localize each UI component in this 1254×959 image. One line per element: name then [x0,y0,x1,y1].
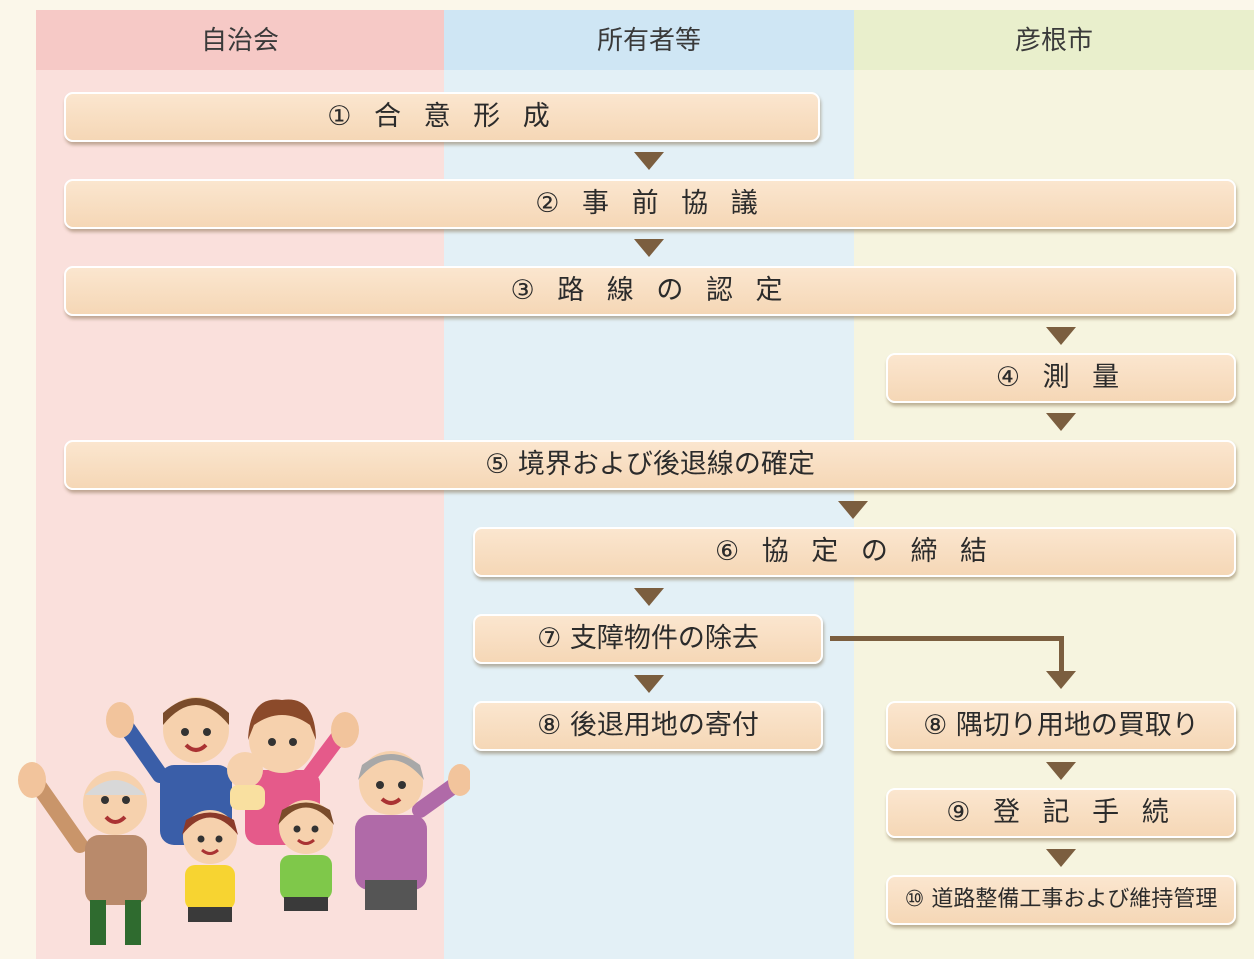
step-prior-consultation: ② 事 前 協 議 [64,179,1236,229]
step-consensus: ① 合 意 形 成 [64,92,820,142]
step-survey: ④ 測 量 [886,353,1236,403]
grandmother-figure [355,751,470,910]
lane-header-owners: 所有者等 [444,10,854,70]
step-road-construction-maintenance: ⑩ 道路整備工事および維持管理 [886,875,1236,925]
arrow-6-7 [634,588,664,606]
girl-figure [182,810,238,922]
connector-vertical [1059,636,1064,672]
lane-header-city: 彦根市 [854,10,1254,70]
arrow-9-10 [1046,849,1076,867]
step-boundary-setback-determination: ⑤ 境界および後退線の確定 [64,440,1236,490]
grandfather-figure [18,762,147,945]
mother-figure [227,699,359,845]
arrow-7-8a [634,675,664,693]
lane-header-residents: 自治会 [36,10,444,70]
connector-horizontal [830,636,1064,641]
arrow-4-5 [1046,413,1076,431]
step-obstacle-removal: ⑦ 支障物件の除去 [473,614,823,664]
step-agreement-conclusion: ⑥ 協 定 の 締 結 [473,527,1236,577]
boy-figure [278,800,334,911]
family-illustration [18,697,470,945]
arrow-8-9 [1046,762,1076,780]
step-setback-land-donation: ⑧ 後退用地の寄付 [473,701,823,751]
arrow-5-6 [838,501,868,519]
step-corner-land-purchase: ⑧ 隅切り用地の買取り [886,701,1236,751]
arrow-1-2 [634,152,664,170]
arrow-3-4 [1046,327,1076,345]
arrow-2-3 [634,239,664,257]
step-registration: ⑨ 登 記 手 続 [886,788,1236,838]
step-route-certification: ③ 路 線 の 認 定 [64,266,1236,316]
arrow-7-8b [1046,671,1076,689]
